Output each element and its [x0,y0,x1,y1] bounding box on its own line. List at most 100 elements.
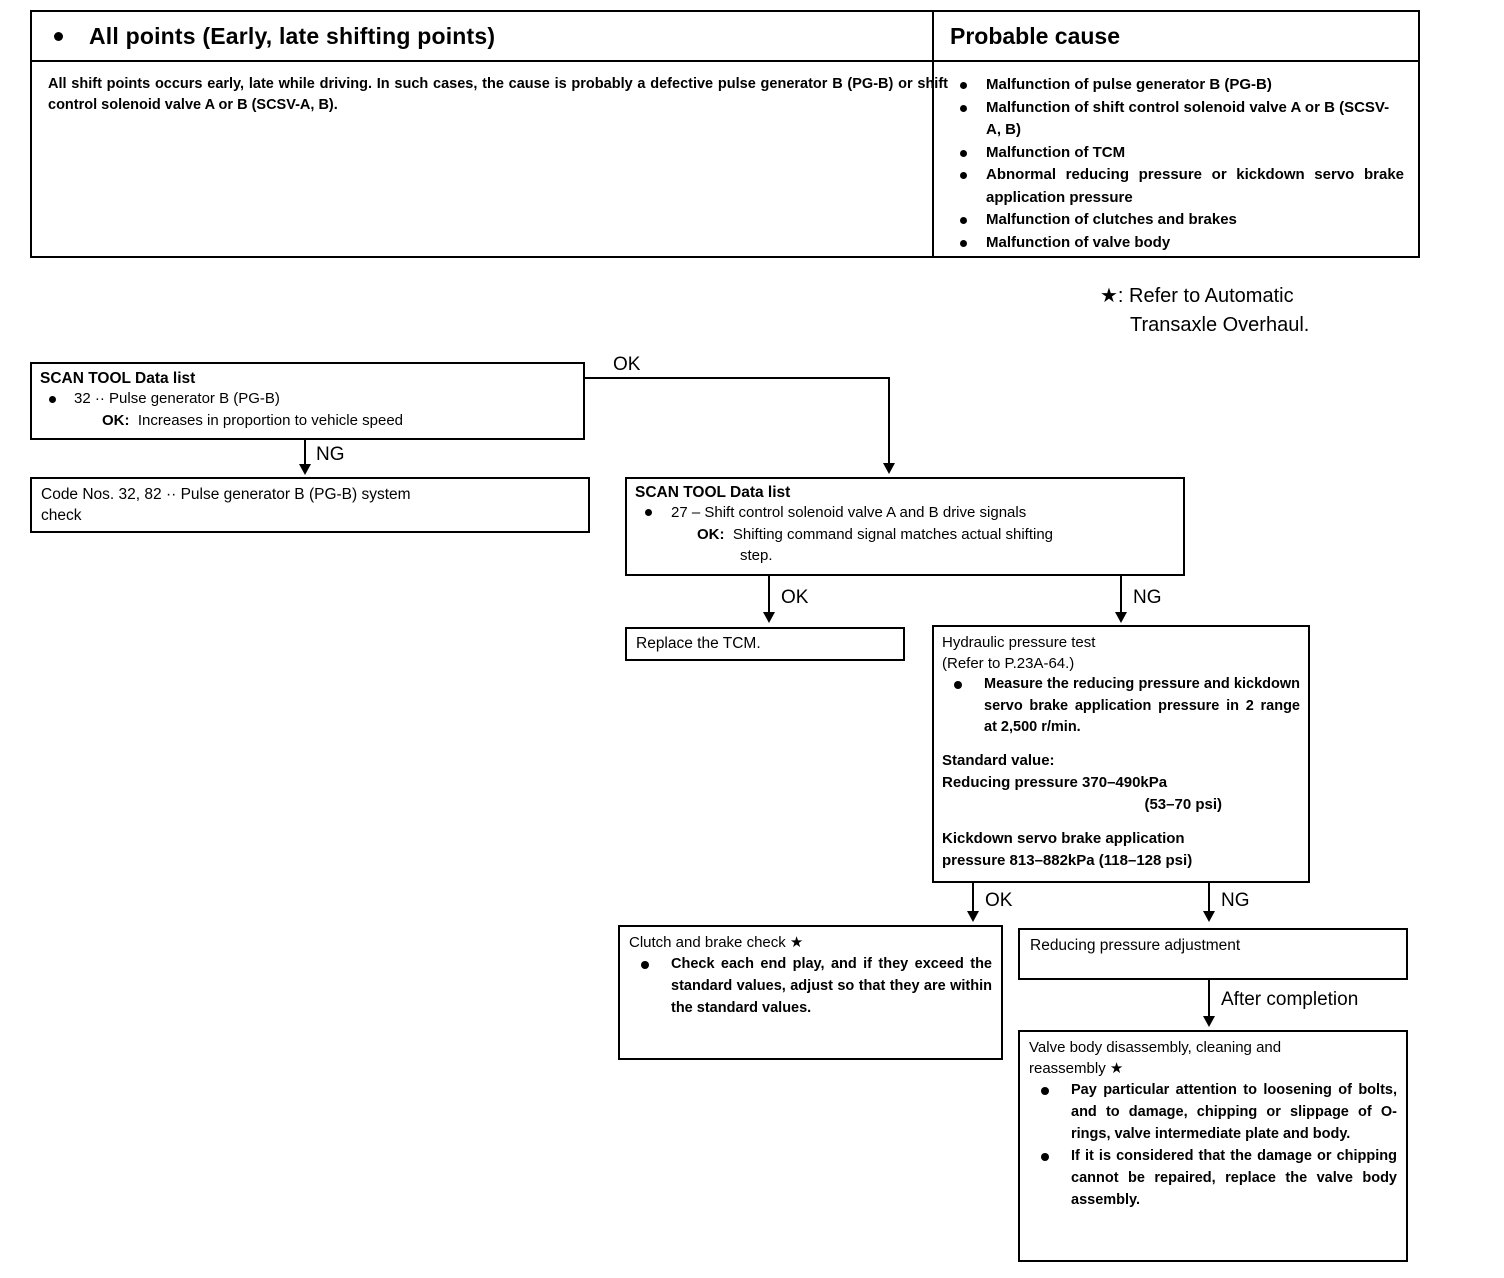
label-ok-bottom: OK [985,890,1013,911]
symptom-description-cell: All shift points occurs early, late whil… [32,62,964,256]
code-check-line2: check [41,507,82,524]
cause-list: Malfunction of pulse generator B (PG-B) … [946,74,1404,254]
connector-ok-mid-vertical [768,576,770,614]
clutch-check-title: Clutch and brake check ★ [629,934,804,951]
valve-body-item-1: Pay particular attention to loosening of… [1029,1079,1397,1145]
hydraulic-refer: (Refer to P.23A-64.) [942,655,1075,672]
flow-box-hydraulic-test: Hydraulic pressure test (Refer to P.23A-… [932,625,1310,883]
label-ng-mid: NG [1133,587,1162,608]
probable-cause-cell: Malfunction of pulse generator B (PG-B) … [934,62,1418,256]
connector-ng-top-vertical [304,440,306,466]
label-ok-mid: OK [781,587,809,608]
scan-tool-1-ok-label: OK: [102,412,130,429]
scan-tool-2-ok-text2: step. [740,547,773,564]
list-item: Malfunction of TCM [946,142,1404,165]
bullet-icon [960,239,967,247]
cause-text: Abnormal reducing pressure or kickdown s… [986,166,1404,206]
hydraulic-measure-text: Measure the reducing pressure and kickdo… [984,676,1300,735]
arrow-down-icon [763,612,775,623]
bullet-icon [960,217,967,224]
valve-body-title-line2: reassembly ★ [1029,1060,1124,1077]
scan-tool-2-ok-label: OK: [697,525,725,543]
star-footnote-line2: Transaxle Overhaul. [1130,314,1310,336]
kickdown-line1: Kickdown servo brake application [942,829,1185,847]
bullet-icon [960,82,967,89]
arrow-down-icon [1203,911,1215,922]
connector-ok-top-vertical [888,377,890,465]
table-header-divider [32,60,1418,62]
scan-tool-1-item-text: 32 ·· Pulse generator B (PG-B) [74,390,280,407]
standard-value-label: Standard value: [942,751,1055,769]
arrow-down-icon [967,911,979,922]
clutch-check-item-text: Check each end play, and if they exceed … [671,956,992,1016]
star-footnote: ★: Refer to Automatic Transaxle Overhaul… [1100,282,1420,340]
cause-text: Malfunction of pulse generator B (PG-B) [986,76,1272,93]
scan-tool-1-title: SCAN TOOL Data list [40,370,196,387]
flow-box-replace-tcm: Replace the TCM. [625,627,905,661]
list-item: Malfunction of valve body [946,232,1404,255]
symptom-title: All points (Early, late shifting points) [89,22,496,49]
list-item: Malfunction of clutches and brakes [946,209,1404,232]
label-ng-bottom: NG [1221,890,1250,911]
flow-box-reducing-adjustment: Reducing pressure adjustment [1018,928,1408,980]
bullet-icon [960,104,967,112]
arrow-down-icon [1203,1016,1215,1027]
flow-box-clutch-check: Clutch and brake check ★ Check each end … [618,925,1003,1060]
arrow-down-icon [299,464,311,475]
bullet-icon [49,396,56,403]
bullet-icon [1041,1087,1049,1095]
flow-box-scan-tool-2: SCAN TOOL Data list 27 – Shift control s… [625,477,1185,576]
scan-tool-2-ok-row: OK: Shifting command signal matches actu… [635,524,1175,546]
flow-box-valve-body: Valve body disassembly, cleaning and rea… [1018,1030,1408,1262]
label-ok-top: OK [613,354,641,375]
flow-box-scan-tool-1: SCAN TOOL Data list 32 ·· Pulse generato… [30,362,585,440]
bullet-icon [960,172,967,179]
label-ng-top: NG [316,444,345,465]
clutch-check-item: Check each end play, and if they exceed … [629,953,992,1019]
reducing-pressure-psi: (53–70 psi) [1144,795,1222,813]
scan-tool-1-ok-row: OK: Increases in proportion to vehicle s… [40,410,575,432]
connector-after-completion-vertical [1208,980,1210,1018]
bullet-icon [960,149,967,157]
reducing-pressure-value: Reducing pressure 370–490kPa [942,773,1168,791]
code-check-line1: Code Nos. 32, 82 ·· Pulse generator B (P… [41,486,411,503]
connector-ng-mid-vertical [1120,576,1122,614]
arrow-down-icon [883,463,895,474]
connector-ok-bottom-vertical [972,883,974,913]
table-header-right: Probable cause [934,12,1418,60]
bullet-icon [645,509,652,516]
probable-cause-title: Probable cause [950,22,1121,49]
cause-text: Malfunction of TCM [986,143,1126,161]
table-column-divider [932,12,934,256]
valve-body-title-line1: Valve body disassembly, cleaning and [1029,1039,1282,1056]
bullet-icon [641,961,649,969]
valve-body-item-1-text: Pay particular attention to loosening of… [1071,1082,1397,1142]
scan-tool-2-ok-text: Shifting command signal matches actual s… [732,525,1054,543]
cause-text: Malfunction of shift control solenoid va… [986,98,1390,139]
arrow-down-icon [1115,612,1127,623]
kickdown-line2: pressure 813–882kPa (118–128 psi) [942,851,1193,869]
cause-text: Malfunction of clutches and brakes [986,211,1237,228]
hydraulic-measure: Measure the reducing pressure and kickdo… [942,674,1300,739]
valve-body-item-2-text: If it is considered that the damage or c… [1071,1148,1397,1208]
table-header-left: All points (Early, late shifting points) [32,12,932,60]
hydraulic-title: Hydraulic pressure test [942,634,1096,651]
valve-body-item-2: If it is considered that the damage or c… [1029,1145,1397,1211]
flow-box-code-check: Code Nos. 32, 82 ·· Pulse generator B (P… [30,477,590,533]
scan-tool-1-item: 32 ·· Pulse generator B (PG-B) [40,388,575,410]
symptom-description: All shift points occurs early, late whil… [48,76,948,113]
reducing-adjustment-text: Reducing pressure adjustment [1030,937,1241,954]
scan-tool-2-title: SCAN TOOL Data list [635,484,791,501]
replace-tcm-text: Replace the TCM. [636,635,761,652]
star-footnote-line1: ★: Refer to Automatic [1100,285,1294,307]
scan-tool-2-item-text: 27 – Shift control solenoid valve A and … [671,504,1027,521]
connector-ng-bottom-vertical [1208,883,1210,913]
cause-text: Malfunction of valve body [986,233,1171,251]
bullet-icon [1041,1153,1049,1161]
symptom-table: All points (Early, late shifting points)… [30,10,1420,258]
list-item: Malfunction of shift control solenoid va… [946,97,1404,142]
connector-ok-top-horizontal [585,377,890,379]
scan-tool-1-ok-text: Increases in proportion to vehicle speed [137,412,404,429]
list-item: Malfunction of pulse generator B (PG-B) [946,74,1404,97]
scan-tool-2-item: 27 – Shift control solenoid valve A and … [635,502,1175,524]
